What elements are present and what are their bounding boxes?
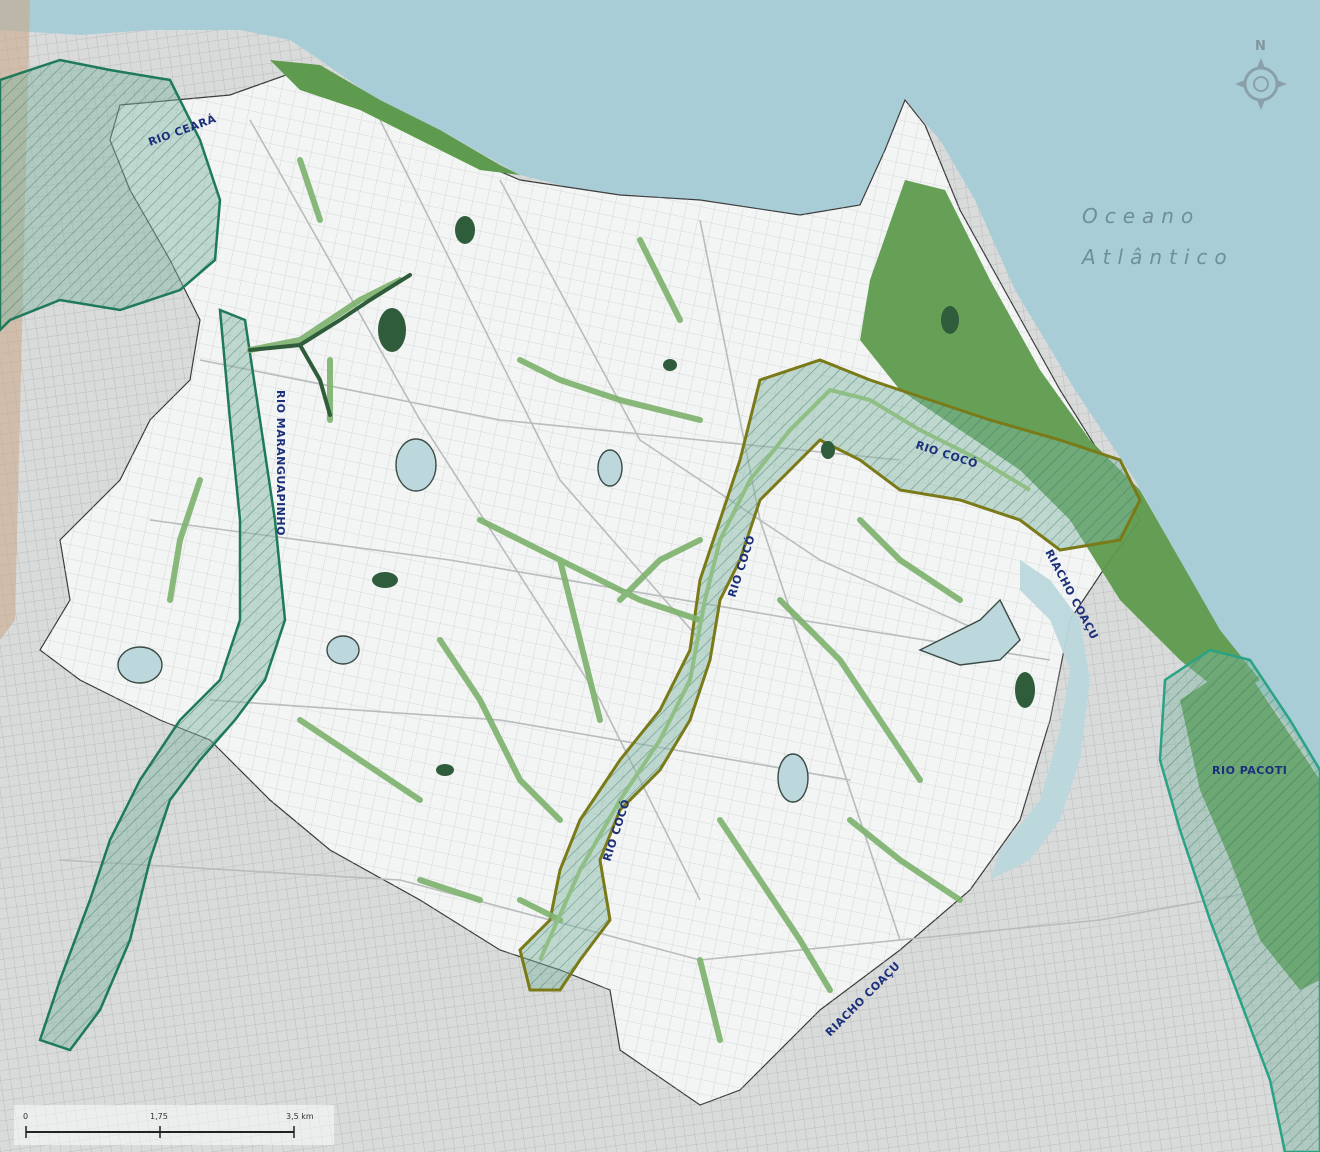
ocean-label-line2: Atlântico (1080, 245, 1234, 269)
protected-area-rio-ceara (0, 58, 222, 332)
north-arrow: N (1235, 39, 1287, 110)
north-arrow-label: N (1255, 39, 1266, 54)
label-rio-pacoti: RIO PACOTI (1212, 764, 1287, 777)
scale-start: 0 (23, 1112, 28, 1121)
dark-vegetation-patches (372, 216, 1035, 776)
green-streams (167, 157, 963, 1043)
ocean-label-line1: Oceano (1082, 204, 1200, 228)
lagoons (117, 438, 1021, 803)
protected-area-maranguapinho (38, 308, 287, 1052)
rio-coco-line (538, 387, 1032, 961)
scale-end: 3,5 km (286, 1112, 314, 1121)
riacho-coacu-corridor (990, 560, 1090, 880)
protected-area-rio-coco (518, 358, 1142, 992)
label-rio-maranguapinho: RIO MARANGUAPINHO (274, 390, 287, 536)
dune-vegetation-north (270, 60, 520, 175)
dark-streams (248, 273, 412, 417)
scale-bar: 0 1,75 3,5 km (14, 1105, 334, 1145)
protected-area-rio-pacoti (1158, 648, 1320, 1152)
ocean-area (0, 0, 1320, 780)
scale-mid: 1,75 (150, 1112, 168, 1121)
